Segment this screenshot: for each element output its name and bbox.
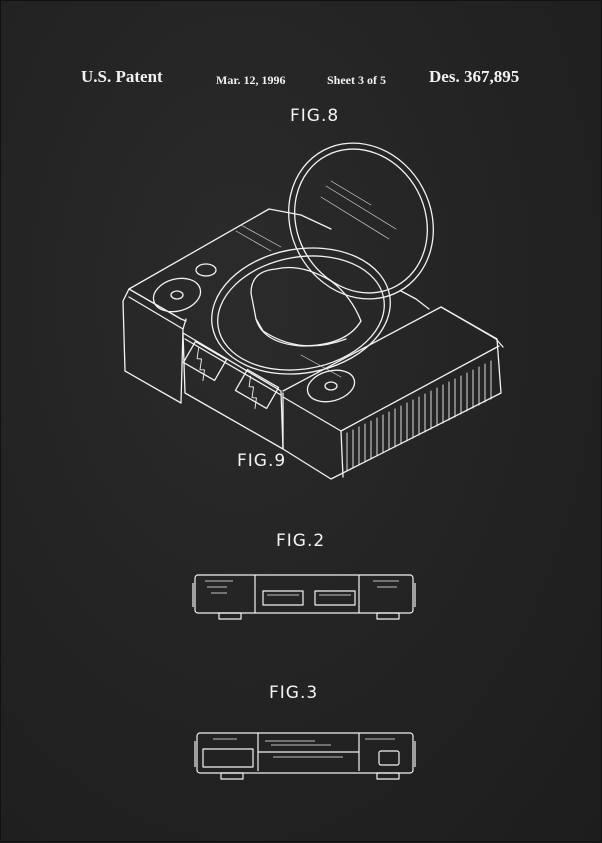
fig-3-label: FIG.3 <box>269 683 319 703</box>
patent-date: Mar. 12, 1996 <box>216 73 286 87</box>
fig-9-label: FIG.9 <box>237 451 287 471</box>
fig-8-label: FIG.8 <box>290 106 340 126</box>
sheet-number: Sheet 3 of 5 <box>327 73 386 87</box>
design-number: Des. 367,895 <box>429 67 520 86</box>
fig-2-label: FIG.2 <box>276 531 326 551</box>
patent-label: U.S. Patent <box>81 67 163 86</box>
